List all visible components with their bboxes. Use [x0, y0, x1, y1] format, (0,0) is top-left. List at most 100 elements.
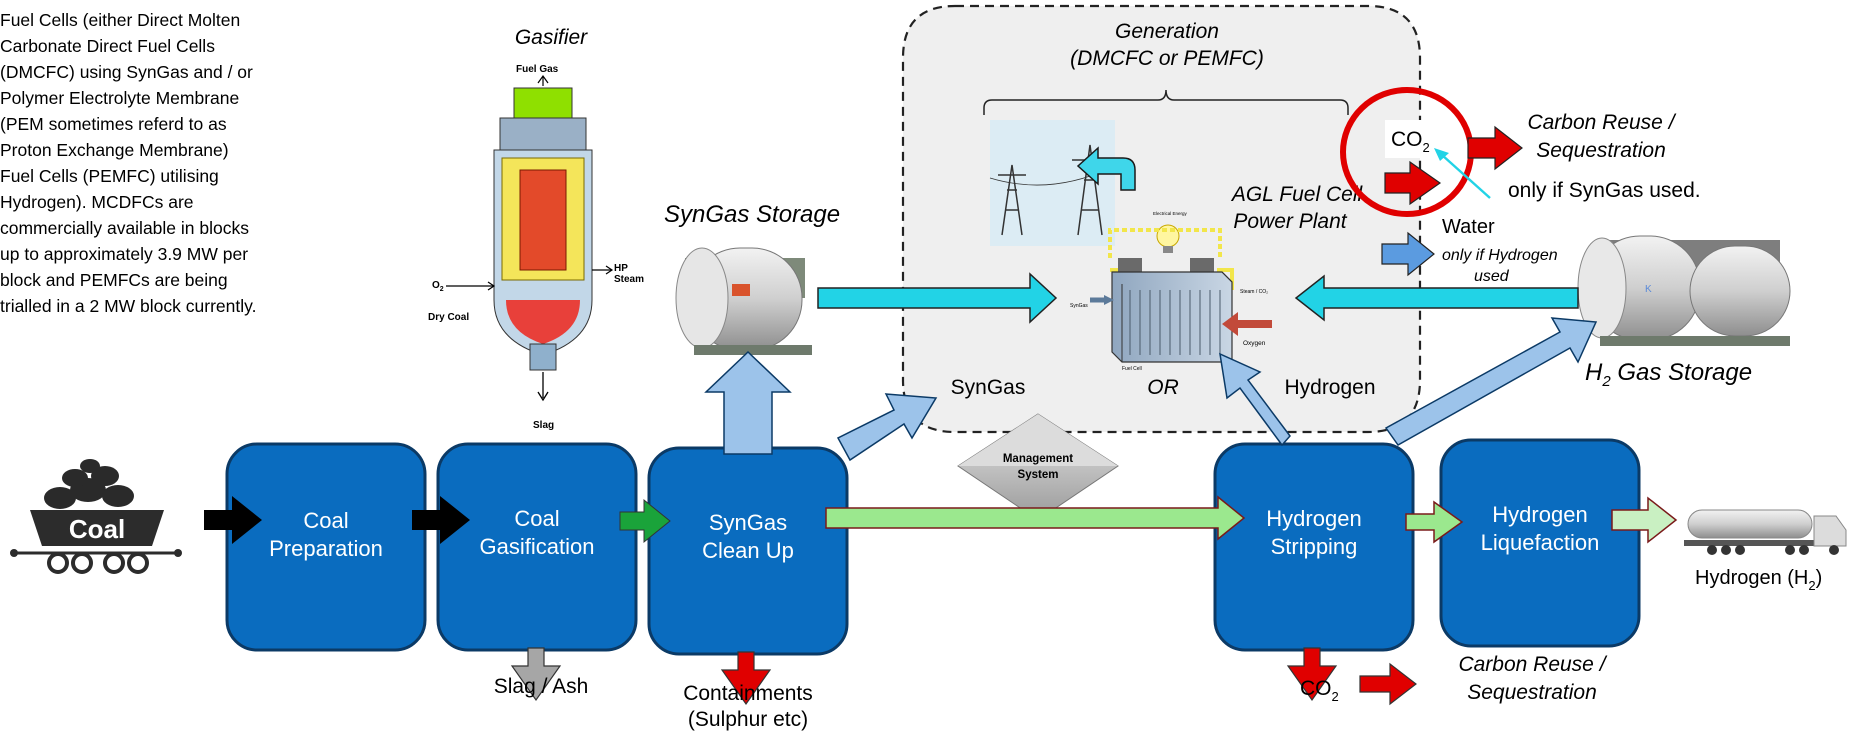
intro-line: block and PEMFCs are being — [0, 270, 228, 290]
gasifier-title: Gasifier — [515, 26, 588, 49]
hp-label: HP — [614, 263, 628, 274]
coal-gasification-box: Coal Gasification — [436, 442, 638, 652]
gasifier-illustration: Fuel Gas Slag O2 Dry Coal HP Steam — [428, 64, 644, 431]
box-label: Liquefaction — [1481, 530, 1600, 555]
storage-to-plant-arrow — [817, 272, 1058, 324]
management-label: Management — [1003, 453, 1073, 465]
h2-storage-to-plant-arrow — [1294, 274, 1579, 322]
containments-label: Containments — [683, 682, 813, 705]
coal-label: Coal — [69, 514, 125, 544]
cleanup-containments-arrow — [720, 651, 772, 706]
box-label: Gasification — [480, 534, 595, 559]
intro-line: Polymer Electrolyte Membrane — [0, 88, 239, 108]
cleanup-to-syngas-arrow — [836, 393, 938, 462]
intro-line: Fuel Cells (PEMFC) utilising — [0, 166, 219, 186]
electrical-energy-label: Electrical Energy — [1153, 211, 1188, 216]
containments-label-2: (Sulphur etc) — [688, 708, 808, 731]
generation-region — [901, 4, 1422, 434]
plant-title-2: Power Plant — [1233, 210, 1347, 233]
intro-line: Proton Exchange Membrane) — [0, 140, 229, 160]
co2-top-box — [1385, 120, 1443, 158]
intro-line: (PEM sometimes referd to as — [0, 114, 227, 134]
carbon-reuse-top-2: Sequestration — [1536, 139, 1666, 162]
syngas-clean-up-box: SynGas Clean Up — [647, 446, 849, 656]
hydrogen-stripping-box: Hydrogen Stripping — [1213, 442, 1415, 652]
box-label: Clean Up — [702, 538, 794, 563]
co2-bottom-label: CO2 — [1300, 677, 1339, 704]
cleanup-to-stripping-arrow — [825, 495, 1246, 541]
plant-title: AGL Fuel Cell — [1230, 183, 1364, 206]
management-label-2: System — [1018, 469, 1059, 481]
return-arrow-icon — [1076, 146, 1136, 191]
carbon-reuse-top: Carbon Reuse / — [1527, 111, 1676, 134]
svg-text:K: K — [1645, 284, 1652, 295]
carbon-reuse-bottom-2: Sequestration — [1467, 681, 1597, 704]
water-arrow — [1381, 231, 1435, 277]
box-label: SynGas — [709, 510, 787, 535]
syngas-storage-title: SynGas Storage — [664, 201, 840, 228]
fuel-gas-label: Fuel Gas — [516, 64, 559, 75]
o2-label: O2 — [432, 280, 444, 293]
intro-line: commercially available in blocks — [0, 218, 249, 238]
fuel-cell-caption: Fuel Cell — [1122, 366, 1142, 372]
box-label: Coal — [514, 506, 559, 531]
syngas-tank-icon — [675, 247, 812, 355]
slag-label: Slag — [533, 420, 554, 431]
dry-coal-label: Dry Coal — [428, 312, 469, 323]
stripping-to-liquefaction-arrow — [1405, 500, 1464, 544]
box-label: Coal — [303, 508, 348, 533]
intro-line: (DMCFC) using SynGas and / or — [0, 62, 253, 82]
box-label: Preparation — [269, 536, 383, 561]
stripping-to-h2-storage-arrow — [1384, 317, 1598, 446]
stripping-co2-arrow — [1286, 647, 1338, 702]
stripping-to-plant-arrow — [1219, 352, 1291, 447]
syngas-note-pointer — [1441, 154, 1491, 199]
generation-title: Generation — [1115, 20, 1219, 43]
steam-label: Steam — [614, 274, 644, 285]
slag-ash-label: Slag / Ash — [494, 675, 589, 698]
intro-line: trialled in a 2 MW block currently. — [0, 296, 256, 316]
h2-tank-icon: K — [1577, 235, 1791, 346]
coal-preparation-box: Coal Preparation — [225, 442, 427, 652]
gasification-to-cleanup-arrow — [619, 498, 671, 544]
intro-text: Fuel Cells (either Direct Molten Carbona… — [0, 10, 256, 316]
intro-line: Fuel Cells (either Direct Molten — [0, 10, 240, 30]
prep-to-gasification-arrow — [412, 496, 470, 544]
box-label: Stripping — [1271, 534, 1358, 559]
management-system-diamond: Management System — [957, 413, 1119, 521]
hydrogen-liquefaction-box: Hydrogen Liquefaction — [1439, 438, 1641, 648]
only-hydrogen-note-2: used — [1474, 268, 1510, 285]
box-label: Hydrogen — [1266, 506, 1361, 531]
gasification-slag-arrow — [510, 647, 562, 702]
generation-subtitle: (DMCFC or PEMFC) — [1070, 47, 1264, 70]
syngas-note-pointer-head — [1434, 148, 1449, 161]
hydrogen-out-label: Hydrogen (H2) — [1695, 567, 1822, 593]
co2-out-arrow — [1384, 160, 1442, 206]
intro-line: Hydrogen). MCDFCs are — [0, 192, 194, 212]
liquefaction-to-truck-arrow — [1611, 496, 1678, 544]
water-label: Water — [1442, 216, 1495, 238]
only-syngas-note: only if SynGas used. — [1508, 179, 1701, 202]
oxygen-caption: Oxygen — [1243, 340, 1266, 347]
intro-line: Carbonate Direct Fuel Cells — [0, 36, 215, 56]
syngas-input-label: SynGas — [951, 376, 1026, 399]
steam-co2-caption: Steam / CO₂ — [1240, 289, 1268, 295]
hydrogen-input-label: Hydrogen — [1284, 376, 1375, 399]
fuel-cell-illustration: Electrical Energy Fuel Cell SynGas Steam… — [989, 120, 1272, 372]
coal-to-prep-arrow — [204, 496, 262, 544]
only-hydrogen-note: only if Hydrogen — [1442, 247, 1558, 264]
carbon-reuse-bottom: Carbon Reuse / — [1458, 653, 1607, 676]
co2-top-label: CO2 — [1391, 128, 1430, 155]
generation-brace — [983, 89, 1349, 115]
hydrogen-truck-icon — [1684, 509, 1847, 555]
co2-carbon-arrow — [1467, 125, 1523, 171]
intro-line: up to approximately 3.9 MW per — [0, 244, 248, 264]
syngas-caption: SynGas — [1070, 303, 1088, 309]
cleanup-up-arrow — [704, 350, 792, 455]
h2-storage-title: H2 Gas Storage — [1585, 359, 1752, 390]
coal-cart-icon: Coal — [10, 459, 182, 574]
or-label: OR — [1147, 376, 1179, 399]
box-label: Hydrogen — [1492, 502, 1587, 527]
co2-bottom-arrow — [1359, 662, 1417, 706]
